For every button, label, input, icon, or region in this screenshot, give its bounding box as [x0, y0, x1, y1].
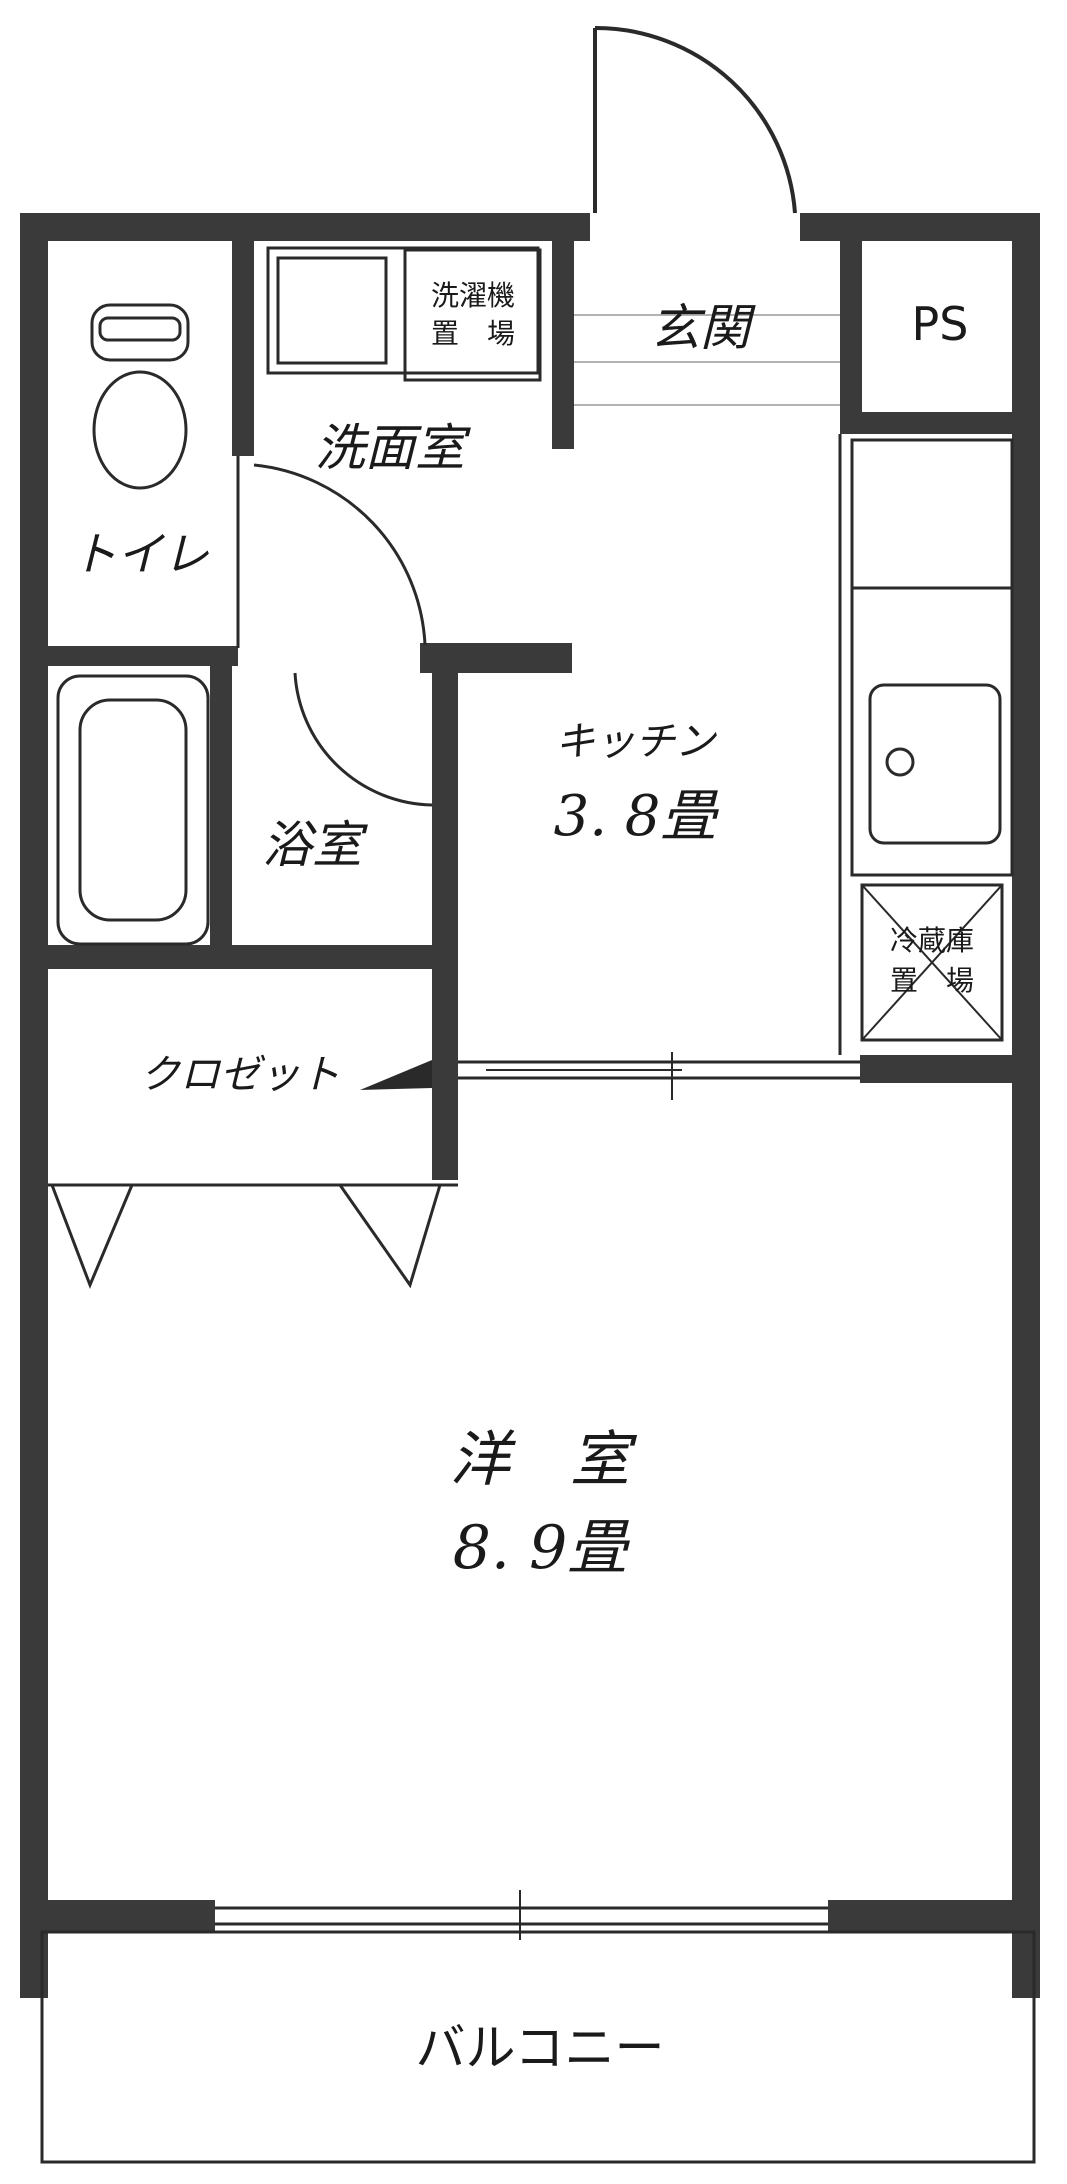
wall-kitchen-bottom-right	[860, 1055, 1040, 1083]
balcony-label: バルコニー	[416, 2019, 665, 2077]
wall-toilet-right	[232, 241, 254, 456]
closet-doors	[48, 1183, 458, 1290]
wall-bath-divider	[210, 660, 232, 960]
wall-ps-left	[840, 213, 862, 433]
wall-bath-bottom	[48, 945, 453, 969]
wall-mid-horizontal-left	[48, 646, 238, 666]
wall-left	[20, 213, 48, 1998]
washer-label-1: 洗濯機	[431, 279, 515, 312]
kitchen-sliding-door	[458, 1052, 860, 1100]
closet-arrow	[360, 1060, 432, 1090]
toilet-fixture	[90, 303, 190, 490]
wall-washroom-right	[552, 241, 574, 449]
entrance-label: 玄関	[650, 299, 756, 357]
wall-right	[1012, 213, 1040, 1998]
entrance-floor-lines	[574, 314, 842, 1055]
wall-bottom-right	[828, 1900, 1040, 1932]
walls	[20, 213, 1040, 1998]
wall-ps-bottom	[840, 412, 1040, 434]
fridge-label-2: 置 場	[890, 964, 974, 997]
washer-label-2: 置 場	[431, 317, 515, 350]
fridge-label-1: 冷蔵庫	[890, 924, 974, 957]
bath-label: 浴室	[262, 816, 368, 874]
washer-space	[266, 246, 542, 382]
kitchen-label: キッチン	[555, 719, 717, 765]
balcony-outline	[40, 1930, 1036, 2164]
wall-kitchen-left	[432, 660, 458, 1180]
toilet-label: トイレ	[71, 527, 209, 581]
washroom-label: 洗面室	[315, 419, 471, 477]
bath-door	[293, 672, 433, 807]
closet-label: クロゼット	[140, 1052, 340, 1098]
kitchen-size-label: 3. 8畳	[554, 784, 720, 849]
ps-label: PS	[912, 297, 969, 351]
washroom-door	[236, 456, 427, 648]
entrance-door	[593, 25, 797, 214]
kitchen-counter	[850, 438, 1014, 877]
wall-top-right	[800, 213, 1040, 241]
western-room-label: 洋 室	[450, 1425, 638, 1495]
fridge-space	[860, 883, 1004, 1042]
western-room-size-label: 8. 9畳	[453, 1513, 630, 1583]
bathtub	[56, 674, 210, 946]
wall-top-left	[20, 213, 590, 241]
wall-bottom-left	[20, 1900, 215, 1932]
